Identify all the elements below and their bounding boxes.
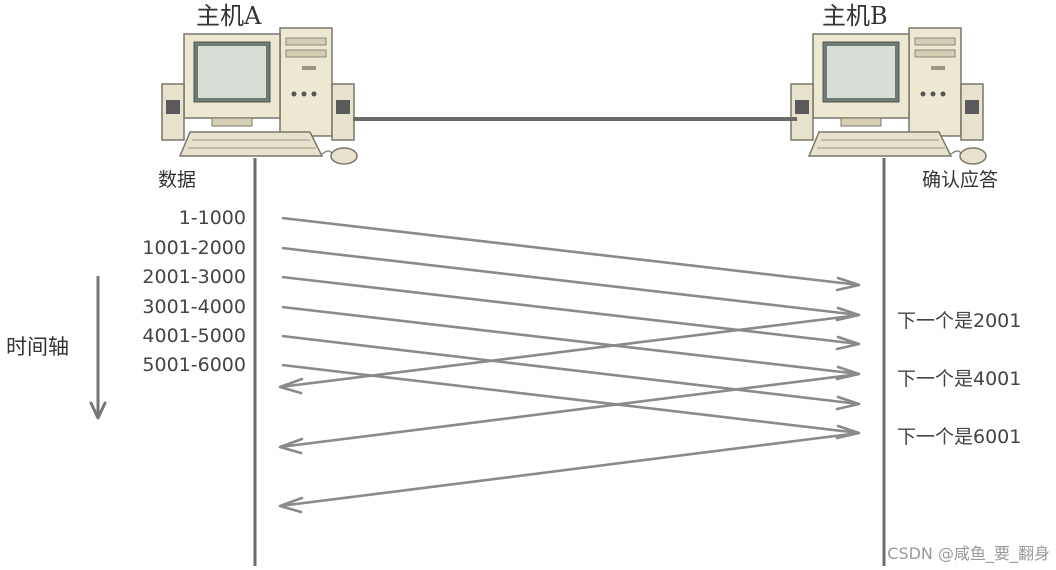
segment-label: 4001-5000	[142, 325, 246, 347]
data-column-title: 数据	[158, 169, 196, 191]
ack-column-title: 确认应答	[922, 169, 998, 191]
ack-label: 下一个是6001	[897, 426, 1021, 448]
time-axis-label: 时间轴	[6, 335, 69, 359]
ack-arrow	[278, 313, 860, 395]
segment-label: 3001-4000	[142, 296, 246, 318]
ack-label: 下一个是2001	[897, 310, 1021, 332]
segment-arrow	[281, 275, 861, 351]
host-b-computer-icon	[790, 27, 987, 165]
segment-label: 1-1000	[179, 207, 246, 229]
ack-arrow	[278, 372, 860, 455]
segment-label: 1001-2000	[142, 237, 246, 259]
host-a-computer-icon	[161, 27, 358, 165]
segment-arrow	[281, 334, 861, 411]
ack-arrow	[278, 431, 860, 514]
watermark: CSDN @咸鱼_要_翻身	[887, 544, 1050, 564]
host-a-title: 主机A	[196, 2, 262, 30]
host-b-title: 主机B	[822, 2, 888, 30]
segment-arrow	[281, 216, 861, 292]
time-axis-arrow	[89, 276, 107, 420]
ack-label: 下一个是4001	[897, 368, 1021, 390]
segment-label: 2001-3000	[142, 266, 246, 288]
segment-label: 5001-6000	[142, 354, 246, 376]
segment-arrow	[281, 305, 861, 381]
